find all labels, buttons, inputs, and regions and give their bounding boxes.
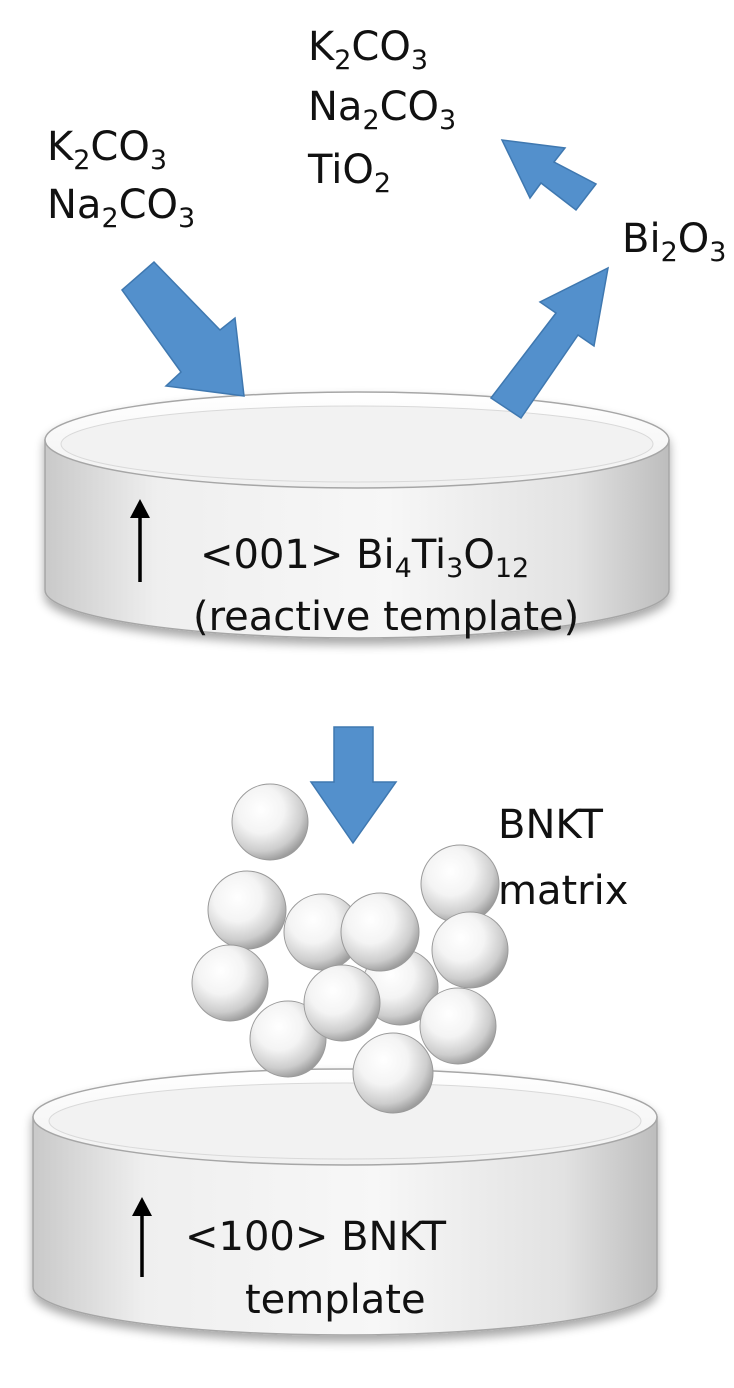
sphere-icon <box>340 892 420 972</box>
sphere-icon <box>249 1000 327 1078</box>
sphere-icon <box>431 911 509 989</box>
bi2o3-label: Bi2O3 <box>622 216 726 268</box>
dish-top-inner <box>60 405 654 483</box>
bi2o3-out-arrow <box>489 266 610 420</box>
matrix-label-line2: matrix <box>498 868 628 914</box>
up-arrow-icon <box>132 1197 152 1277</box>
bottom-dish-orientation-label: <100> BNKT <box>185 1214 447 1260</box>
up-arrow-icon <box>130 499 150 582</box>
sphere-icon <box>419 987 497 1065</box>
sphere-icon <box>191 944 269 1022</box>
sphere-icon <box>303 964 381 1042</box>
reactants-in-arrow <box>120 260 245 397</box>
top-dish-orientation-label: <001> Bi4Ti3O12 <box>200 532 529 584</box>
byproduct-label-2: Na2CO3 <box>308 84 456 136</box>
sphere-icon <box>420 844 500 924</box>
dish-side <box>44 439 670 639</box>
top-dish-template-label: (reactive template) <box>193 594 579 640</box>
byproduct-label-1: K2CO3 <box>308 24 428 76</box>
bnkt-template-dish <box>32 1068 658 1336</box>
matrix-label-line1: BNKT <box>498 802 603 848</box>
dish-side <box>32 1116 658 1336</box>
reactant-in-label-2: Na2CO3 <box>47 182 195 234</box>
bottom-dish-template-label: template <box>245 1277 426 1323</box>
sphere-icon <box>207 870 287 950</box>
dish-top-inner <box>48 1082 642 1160</box>
sphere-icon <box>352 1032 434 1114</box>
reactant-in-label-1: K2CO3 <box>47 124 167 176</box>
reactive-template-dish <box>44 391 670 639</box>
down-process-arrow <box>309 726 398 845</box>
byproduct-label-3: TiO2 <box>307 147 391 199</box>
byproducts-out-arrow <box>500 139 598 212</box>
sphere-icon <box>231 783 309 861</box>
bnkt-matrix-particles <box>191 783 509 1114</box>
